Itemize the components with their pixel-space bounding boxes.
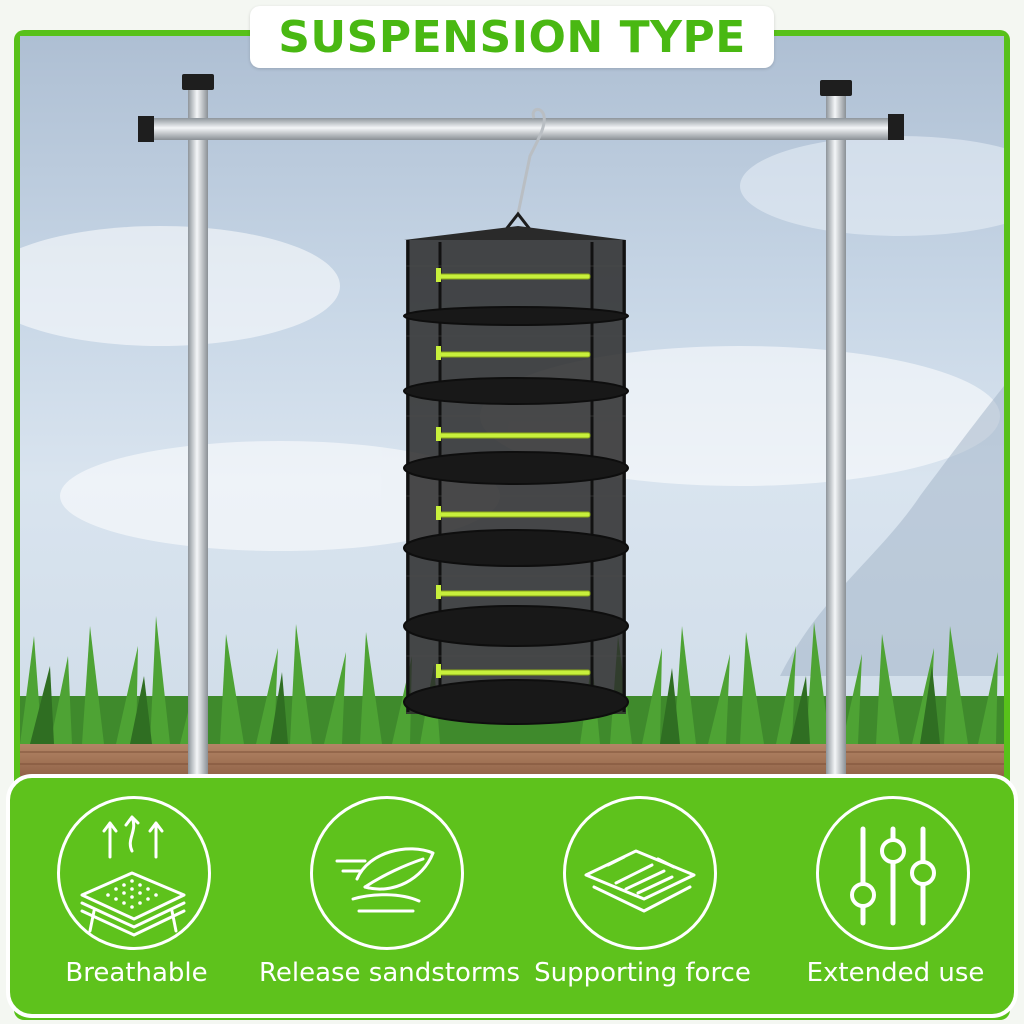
left-pole bbox=[188, 86, 208, 776]
title-pill: SUSPENSION TYPE bbox=[250, 6, 774, 68]
feature-breathable: Breathable bbox=[10, 778, 263, 1014]
features-panel: Breathable Release sandstorms bbox=[6, 774, 1018, 1018]
wooden-deck bbox=[20, 740, 1004, 776]
feature-label: Extended use bbox=[806, 958, 985, 988]
drying-rack bbox=[403, 226, 629, 725]
feature-label: Supporting force bbox=[534, 958, 751, 988]
right-pole-cap bbox=[820, 80, 852, 96]
feature-label: Release sandstorms bbox=[258, 958, 521, 988]
leaf-wind-icon bbox=[335, 847, 435, 913]
product-scene bbox=[20, 36, 1004, 776]
feature-release-sandstorms: Release sandstorms bbox=[259, 778, 520, 1014]
feature-circle bbox=[563, 796, 717, 950]
feature-circle bbox=[57, 796, 211, 950]
scene-illustration bbox=[20, 74, 1004, 776]
crossbar bbox=[148, 118, 900, 140]
feature-extended-use: Extended use bbox=[769, 778, 1022, 1014]
feature-label: Breathable bbox=[65, 958, 208, 988]
hanger-hook bbox=[516, 108, 546, 215]
left-pole-cap bbox=[182, 74, 214, 90]
crossbar-end-left bbox=[138, 116, 154, 142]
feature-circle bbox=[816, 796, 970, 950]
breathable-mesh-icon bbox=[80, 815, 186, 937]
layered-sheets-icon bbox=[584, 849, 696, 913]
sliders-icon bbox=[850, 826, 936, 926]
right-pole bbox=[826, 91, 846, 776]
feature-supporting-force: Supporting force bbox=[516, 778, 769, 1014]
banner-title: SUSPENSION TYPE bbox=[278, 11, 746, 63]
feature-circle bbox=[310, 796, 464, 950]
crossbar-end-right bbox=[888, 114, 904, 140]
